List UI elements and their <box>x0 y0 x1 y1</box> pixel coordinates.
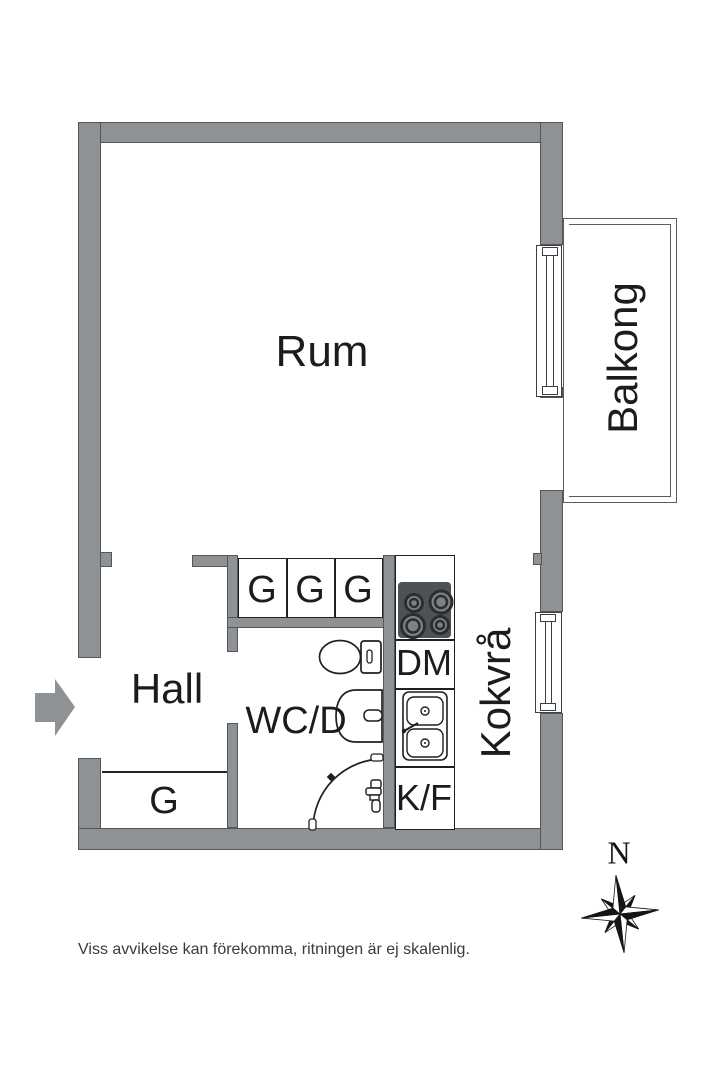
room-label: Rum <box>275 327 369 376</box>
wall-left-tick <box>100 552 112 567</box>
wall-right-tick <box>533 553 542 565</box>
closet-label-1: G <box>247 569 277 611</box>
hall-label: Hall <box>130 665 204 712</box>
balcony-railing <box>569 224 671 497</box>
entrance-arrow-icon <box>35 679 75 736</box>
closet-divider <box>334 559 336 617</box>
hall-closet-line <box>102 771 227 773</box>
wall-below-closets <box>227 617 395 628</box>
wall-right-lower <box>540 713 563 850</box>
balcony-door-cap-top <box>542 247 558 256</box>
kitchen-window-cap-top <box>540 614 556 622</box>
wall-top <box>78 122 563 143</box>
wall-kitchen <box>383 555 395 828</box>
wall-bottom <box>78 828 563 850</box>
counter-line <box>396 688 454 690</box>
wall-left-upper <box>78 122 101 658</box>
balcony-label: Balkong <box>599 282 646 434</box>
closet-label-2: G <box>295 569 325 611</box>
kitchenette-label: Kokvrå <box>472 627 519 759</box>
shower-mixer-icon <box>365 779 382 813</box>
compass-north-label: N <box>607 834 631 871</box>
counter-line <box>396 639 454 641</box>
closet-label-3: G <box>343 569 373 611</box>
kitchen-window-leaf <box>545 616 552 709</box>
disclaimer-text: Viss avvikelse kan förekomma, ritningen … <box>78 941 470 958</box>
balcony-door-cap-bottom <box>542 386 558 395</box>
compass-rose-icon <box>581 875 659 953</box>
closet-row <box>238 558 383 618</box>
counter-line <box>396 766 454 768</box>
hall-closet-label: G <box>149 780 179 822</box>
balcony-door-leaf <box>546 249 554 393</box>
wall-right-mid <box>540 490 563 612</box>
balcony-area <box>563 218 677 503</box>
wall-right-top <box>540 122 563 245</box>
closet-divider <box>286 559 288 617</box>
wall-wc-left-lower <box>227 723 238 828</box>
stove <box>398 582 451 638</box>
shower-curtain-arc <box>308 753 384 831</box>
toilet-icon <box>318 639 382 675</box>
wall-wc-left-upper <box>227 555 238 652</box>
bathroom-label: WC/D <box>245 700 347 742</box>
fridge-freezer-label: K/F <box>395 777 453 818</box>
kitchen-window-cap-bottom <box>540 703 556 711</box>
dishwasher-label: DM <box>396 642 452 683</box>
